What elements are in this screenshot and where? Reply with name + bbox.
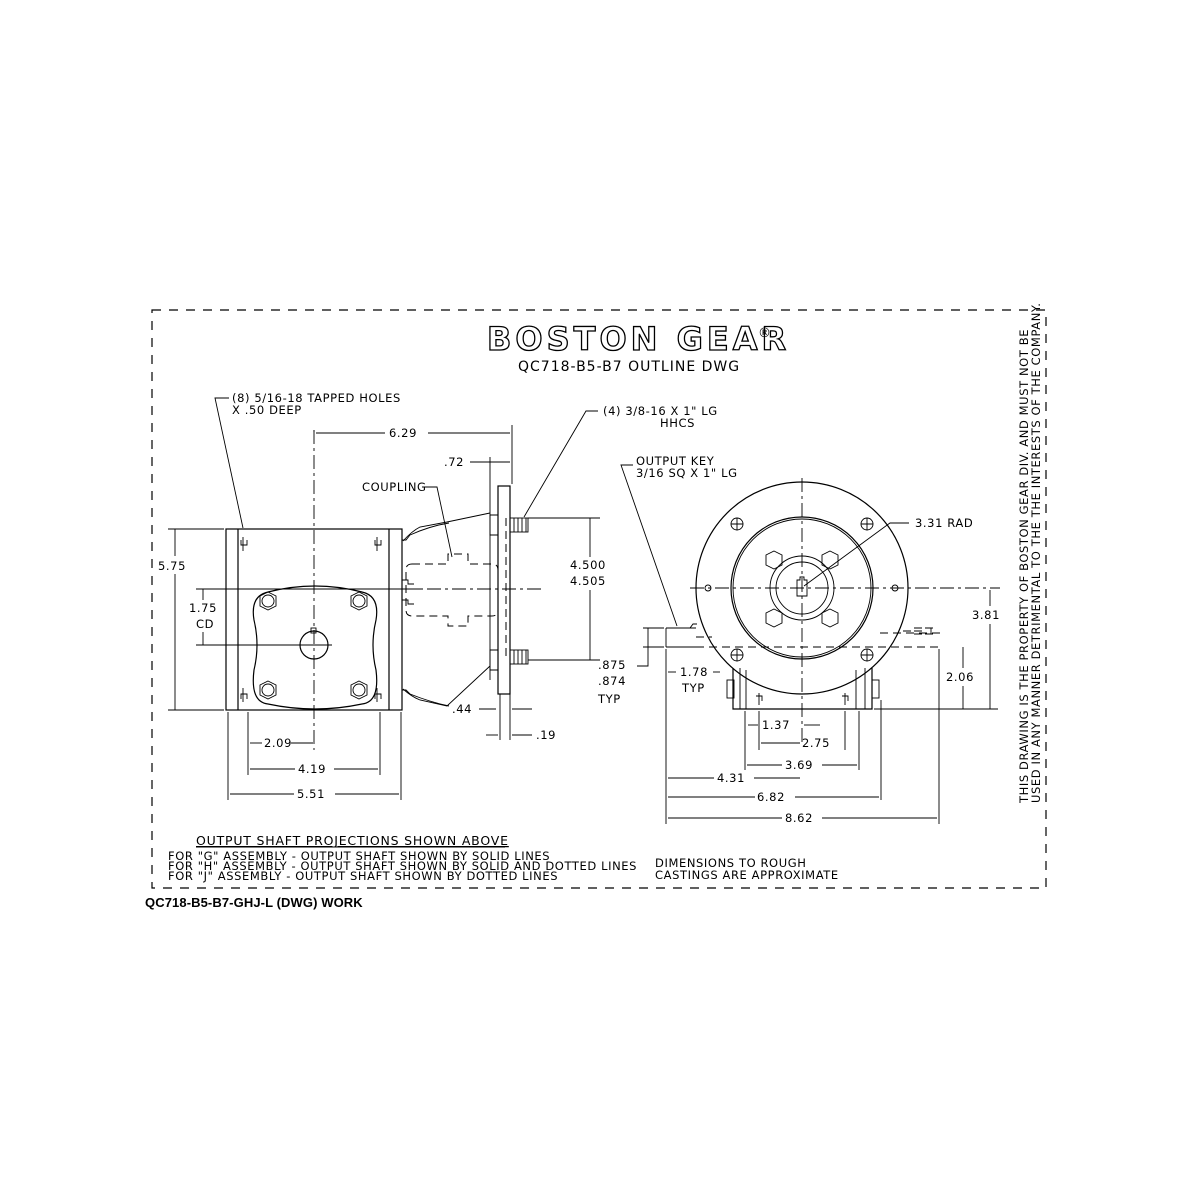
dim-overall-width-a: 6.82 <box>757 790 785 804</box>
title-block: BOSTON GEAR ® QC718-B5-B7 OUTLINE DWG <box>486 319 790 375</box>
dim-hole-spacing: 4.19 <box>298 762 326 776</box>
dim-center-distance-label: CD <box>196 617 214 631</box>
front-view <box>665 478 1000 745</box>
side-view <box>402 485 545 740</box>
registered-mark: ® <box>758 326 771 341</box>
dim-pilot-depth: .19 <box>536 728 556 742</box>
proprietary-note-line2: USED IN ANY MANNER DETRIMENTAL TO THE TH… <box>1029 303 1043 803</box>
dim-center-offset: 4.31 <box>717 771 745 785</box>
callout-tapped-holes-line1: (8) 5/16-18 TAPPED HOLES <box>232 391 401 405</box>
dim-bolt-circle-radius: 3.31 RAD <box>915 516 973 530</box>
projection-note-g: FOR "G" ASSEMBLY - OUTPUT SHAFT SHOWN BY… <box>168 849 550 863</box>
dim-overall-length: 6.29 <box>389 426 417 440</box>
drawing-border <box>151 309 1047 889</box>
dim-center-to-hole: 1.37 <box>762 718 790 732</box>
brand-logo: BOSTON GEAR <box>487 320 790 358</box>
notes: OUTPUT SHAFT PROJECTIONS SHOWN ABOVE FOR… <box>168 303 1043 883</box>
dim-overall-height: 5.75 <box>158 559 186 573</box>
dim-base-width: 3.69 <box>785 758 813 772</box>
proprietary-note-line1: THIS DRAWING IS THE PROPERTY OF BOSTON G… <box>1017 329 1031 804</box>
coupling-label: COUPLING <box>362 480 427 494</box>
front-view-dimensions: OUTPUT KEY 3/16 SQ X 1" LG 3.31 RAD 3.81… <box>597 454 1000 825</box>
castings-note-line2: CASTINGS ARE APPROXIMATE <box>655 868 839 882</box>
left-view <box>225 430 450 750</box>
dim-shaft-to-hole: 2.09 <box>264 736 292 750</box>
dim-shaft-height: 2.06 <box>946 670 974 684</box>
dim-shaft-diameter-max: .875 <box>598 658 626 672</box>
dim-flange-center-height: 3.81 <box>972 608 1000 622</box>
callout-bolts-line1: (4) 3/8-16 X 1" LG <box>603 404 718 418</box>
dim-flange-offset: .72 <box>444 455 464 469</box>
dim-shaft-diameter-min: .874 <box>598 674 626 688</box>
projection-note-j: FOR "J" ASSEMBLY - OUTPUT SHAFT SHOWN BY… <box>168 869 558 883</box>
dim-shaft-diameter-typ: TYP <box>597 692 621 706</box>
side-view-dimensions: 6.29 .72 COUPLING (4) 3/8-16 X 1" LG HHC… <box>313 404 718 742</box>
dim-shaft-projection-typ: TYP <box>681 681 705 695</box>
dim-center-distance-value: 1.75 <box>189 601 217 615</box>
dim-shaft-projection-value: 1.78 <box>680 665 708 679</box>
drawing-title: QC718-B5-B7 OUTLINE DWG <box>518 359 740 375</box>
drawing-caption: QC718-B5-B7-GHJ-L (DWG) WORK <box>145 895 363 910</box>
dim-base-width: 5.51 <box>297 787 325 801</box>
dim-flange-thickness: .44 <box>452 702 472 716</box>
left-view-dimensions: 5.75 1.75 CD 2.09 4.19 5.51 (8) 5/16-18 … <box>158 391 420 801</box>
castings-note-line1: DIMENSIONS TO ROUGH <box>655 856 807 870</box>
projection-heading: OUTPUT SHAFT PROJECTIONS SHOWN ABOVE <box>196 833 509 848</box>
callout-tapped-holes-line2: X .50 DEEP <box>232 403 302 417</box>
callout-output-key-line1: OUTPUT KEY <box>636 454 715 468</box>
dim-pilot-diameter-max: 4.500 <box>570 558 606 572</box>
callout-bolts-line2: HHCS <box>660 416 695 430</box>
dim-pilot-diameter-min: 4.505 <box>570 574 606 588</box>
dim-overall-width-b: 8.62 <box>785 811 813 825</box>
projection-note-h: FOR "H" ASSEMBLY - OUTPUT SHAFT SHOWN BY… <box>168 859 637 873</box>
callout-output-key-line2: 3/16 SQ X 1" LG <box>636 466 738 480</box>
dim-hole-spacing: 2.75 <box>802 736 830 750</box>
